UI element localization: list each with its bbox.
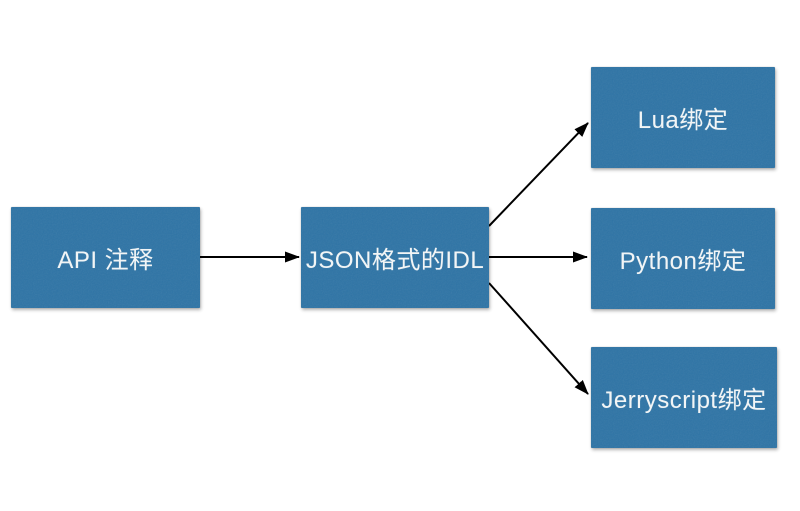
node-python-binding: Python绑定 — [591, 208, 775, 309]
paper-texture — [591, 347, 777, 448]
node-label-api-annotation: API 注释 — [57, 247, 154, 274]
node-label-jerryscript-binding: Jerryscript绑定 — [601, 387, 767, 414]
paper-texture — [301, 207, 489, 308]
node-lua-binding: Lua绑定 — [591, 67, 775, 168]
arrow-json-idl-to-lua-binding — [488, 122, 589, 227]
node-label-python-binding: Python绑定 — [619, 248, 747, 275]
paper-texture — [11, 207, 200, 308]
arrow-json-idl-to-jerryscript-binding — [488, 282, 589, 395]
node-jerryscript-binding: Jerryscript绑定 — [591, 347, 777, 448]
paper-texture — [591, 67, 775, 168]
node-label-json-idl: JSON格式的IDL — [305, 247, 485, 274]
node-label-lua-binding: Lua绑定 — [637, 107, 729, 134]
node-json-idl: JSON格式的IDL — [301, 207, 489, 308]
paper-texture — [591, 208, 775, 309]
node-api-annotation: API 注释 — [11, 207, 200, 308]
